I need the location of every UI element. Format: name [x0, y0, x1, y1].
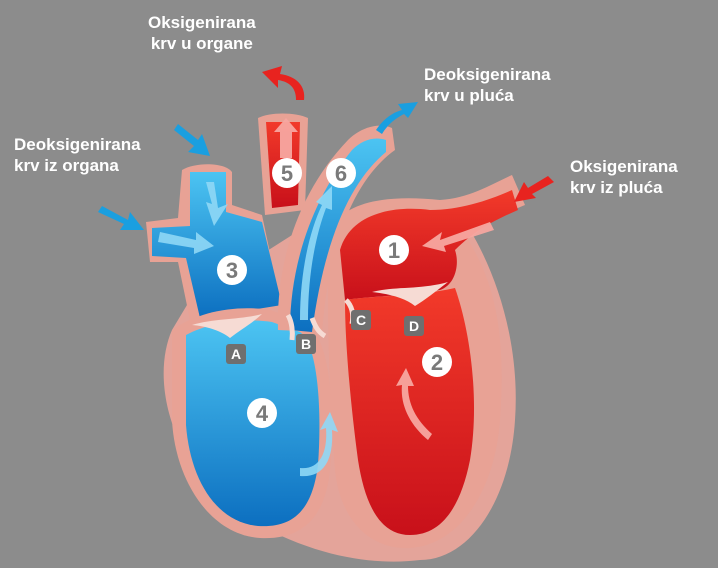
right-atrium: [152, 172, 282, 318]
caption-line: krv u organe: [148, 33, 256, 54]
valve-badge-b: B: [296, 334, 316, 354]
svg-text:C: C: [356, 312, 366, 328]
number-marker-1: 1: [379, 235, 409, 265]
valve-badge-c: C: [351, 310, 371, 330]
arrow-oxy-out-icon: [262, 66, 304, 100]
caption-oxy-from-lungs: Oksigenirana krv iz pluća: [570, 156, 678, 198]
svg-text:5: 5: [281, 161, 293, 186]
valve-badge-a: A: [226, 344, 246, 364]
caption-oxy-to-organs: Oksigenirana krv u organe: [148, 12, 256, 54]
svg-text:4: 4: [256, 401, 269, 426]
caption-line: Deoksigenirana: [424, 64, 551, 85]
number-marker-6: 6: [326, 158, 356, 188]
arrow-pulm-out-icon: [376, 102, 418, 134]
svg-text:1: 1: [388, 238, 400, 263]
number-marker-3: 3: [217, 255, 247, 285]
svg-text:6: 6: [335, 161, 347, 186]
caption-line: krv iz organa: [14, 155, 141, 176]
svg-text:B: B: [301, 336, 311, 352]
svg-text:A: A: [231, 346, 241, 362]
caption-deoxy-from-organs: Deoksigenirana krv iz organa: [14, 134, 141, 176]
caption-line: Deoksigenirana: [14, 134, 141, 155]
svg-text:2: 2: [431, 350, 443, 375]
svg-text:D: D: [409, 318, 419, 334]
number-marker-5: 5: [272, 158, 302, 188]
caption-line: krv u pluća: [424, 85, 551, 106]
caption-line: Oksigenirana: [570, 156, 678, 177]
number-marker-4: 4: [247, 398, 277, 428]
caption-deoxy-to-lungs: Deoksigenirana krv u pluća: [424, 64, 551, 106]
caption-line: Oksigenirana: [148, 12, 256, 33]
arrow-cava-in-top-icon: [174, 124, 210, 156]
number-marker-2: 2: [422, 347, 452, 377]
caption-line: krv iz pluća: [570, 177, 678, 198]
svg-text:3: 3: [226, 258, 238, 283]
arrow-cava-in-side-icon: [98, 206, 144, 230]
arrow-pulmvein-in-icon: [514, 176, 554, 202]
valve-badge-d: D: [404, 316, 424, 336]
